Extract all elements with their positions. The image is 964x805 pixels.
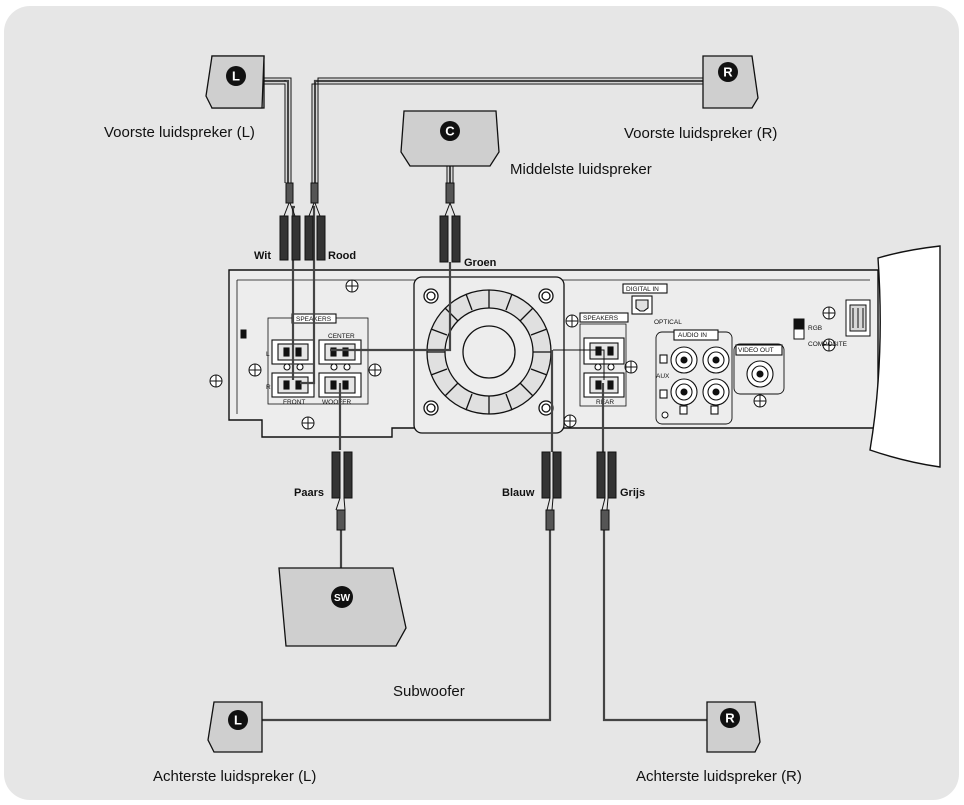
badge-subwoofer: SW <box>331 586 353 608</box>
rgb-switch <box>793 318 805 340</box>
label-front-left-speaker: Voorste luidspreker (L) <box>104 124 255 141</box>
svg-text:R: R <box>723 65 733 80</box>
wire-label-purple: Paars <box>294 487 324 499</box>
badge-rear-left: L <box>228 710 248 730</box>
label-center: CENTER <box>328 333 355 340</box>
scart-connector <box>845 299 871 337</box>
label-audio-in: AUDIO IN <box>678 332 707 339</box>
audio-in-jacks <box>655 329 733 425</box>
badge-front-left: L <box>226 66 246 86</box>
svg-text:SW: SW <box>334 593 351 604</box>
badge-center: C <box>440 121 460 141</box>
wire-label-grey: Grijs <box>620 487 646 499</box>
label-aux: AUX <box>656 373 670 380</box>
label-rear-left-speaker: Achterste luidspreker (L) <box>153 768 317 785</box>
label-video-out: VIDEO OUT <box>738 347 774 354</box>
label-woofer: WOOFER <box>322 399 352 406</box>
wire-label-green: Groen <box>464 257 497 269</box>
svg-text:L: L <box>234 713 242 728</box>
label-center-speaker: Middelste luidspreker <box>510 161 652 178</box>
label-front-right-speaker: Voorste luidspreker (R) <box>624 125 778 142</box>
video-out-jack <box>733 343 785 395</box>
badge-rear-right: R <box>720 708 740 728</box>
connectors <box>279 182 617 531</box>
svg-text:R: R <box>725 711 735 726</box>
wires <box>262 79 707 722</box>
wire-label-red: Rood <box>328 250 357 262</box>
label-front: FRONT <box>283 399 305 406</box>
label-rgb: RGB <box>808 325 822 332</box>
badge-front-right: R <box>718 62 738 82</box>
speaker-front-right <box>702 55 759 109</box>
label-digital-in: DIGITAL IN <box>626 286 659 293</box>
label-ch-r: R <box>266 384 271 391</box>
fan-grille <box>413 276 565 434</box>
label-speakers-rear: SPEAKERS <box>583 315 619 322</box>
label-optical: OPTICAL <box>654 319 682 326</box>
svg-text:C: C <box>445 124 455 139</box>
label-composite: COMPOSITE <box>808 341 848 348</box>
svg-text:L: L <box>232 69 240 84</box>
digital-in-port <box>622 283 668 315</box>
wire-label-blue: Blauw <box>502 487 535 499</box>
label-subwoofer: Subwoofer <box>393 683 465 700</box>
wire-label-white: Wit <box>254 250 272 262</box>
label-rear-right-speaker: Achterste luidspreker (R) <box>636 768 802 785</box>
label-rear: REAR <box>596 399 614 406</box>
label-ch-l: L <box>266 351 270 358</box>
